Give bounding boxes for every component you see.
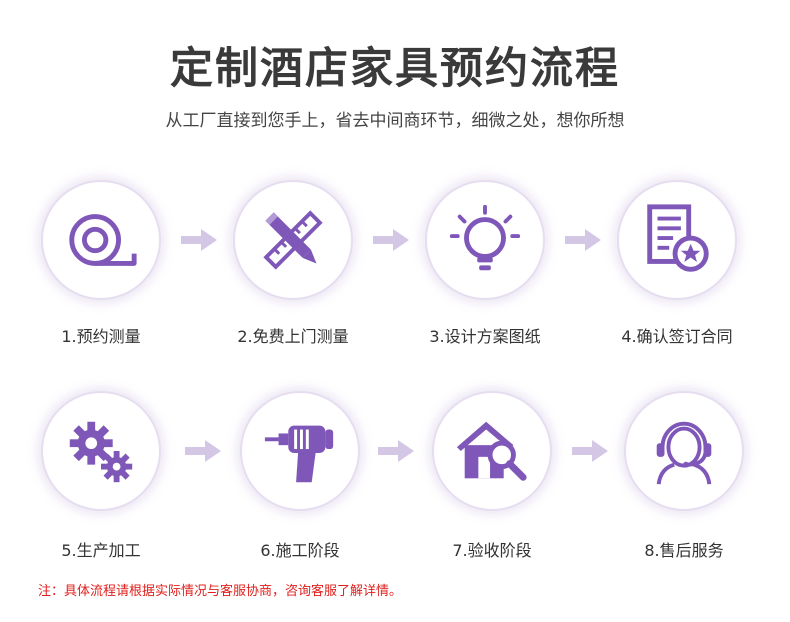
step-4-circle [617,180,737,300]
step-7-circle [432,391,552,511]
arrow-right-icon [572,440,608,462]
gears-icon [69,421,133,483]
contract-star-icon [647,204,709,272]
step-1-circle [41,180,161,300]
footer-note: 注：具体流程请根据实际情况与客服协商，咨询客服了解详情。 [38,584,403,599]
arrow-right-icon [181,229,217,251]
step-4-label: 4.确认签订合同 [621,327,733,346]
step-8-circle [624,391,744,511]
step-3-label: 3.设计方案图纸 [429,327,541,346]
arrow-right-icon [565,229,601,251]
step-8-label: 8.售后服务 [644,541,724,560]
step-1-label: 1.预约测量 [61,327,141,346]
step-5-label: 5.生产加工 [61,541,141,560]
arrow-right-icon [185,440,221,462]
step-3-circle [425,180,545,300]
ruler-pencil-icon [263,210,323,270]
step-2-label: 2.免费上门测量 [237,327,349,346]
house-magnifier-icon [456,421,527,481]
step-5-circle [41,391,161,511]
lightbulb-icon [449,204,521,271]
step-7-label: 7.验收阶段 [452,541,532,560]
step-6-circle [240,391,360,511]
step-2-circle [233,180,353,300]
arrow-right-icon [378,440,414,462]
arrow-right-icon [373,229,409,251]
tape-measure-icon [69,214,137,266]
page-title: 定制酒店家具预约流程 [170,44,620,94]
drill-icon [264,425,334,483]
headset-agent-icon [656,421,712,485]
page-subtitle: 从工厂直接到您手上，省去中间商环节，细微之处，想你所想 [165,111,625,131]
step-6-label: 6.施工阶段 [260,541,340,560]
